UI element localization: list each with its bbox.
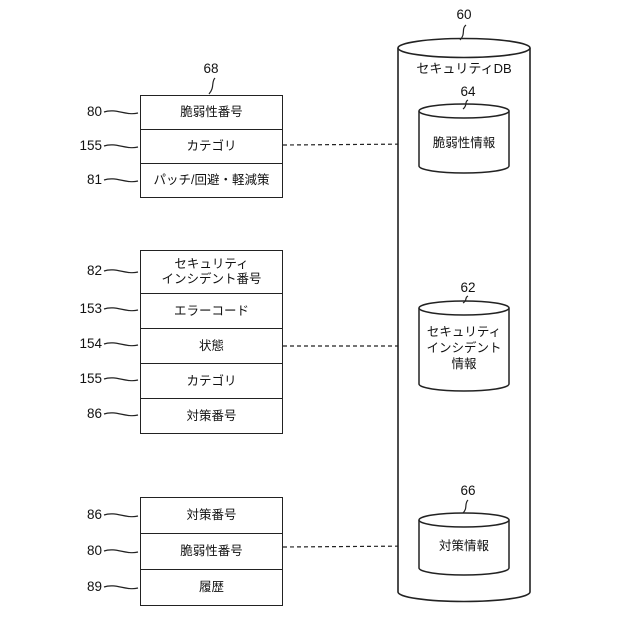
ref-label-80b: 80	[86, 543, 102, 558]
ref-label-82: 82	[86, 263, 102, 278]
leader-60	[459, 24, 467, 41]
leader-68	[208, 77, 216, 95]
connector-countermeasure	[282, 545, 420, 548]
ref-label-68: 68	[203, 61, 219, 76]
connector-lines	[282, 143, 420, 548]
leader-155a	[103, 144, 139, 149]
table-cell: 対策番号	[141, 498, 282, 533]
leader-81	[103, 178, 139, 183]
store-label-countermeasure: 対策情報	[438, 538, 489, 553]
leader-62	[462, 295, 469, 304]
vulnerability-table: 脆弱性番号 カテゴリ パッチ/回避・軽減策	[140, 95, 283, 198]
countermeasure-table: 対策番号 脆弱性番号 履歴	[140, 497, 283, 606]
table-cell: 履歴	[141, 569, 282, 605]
ref-label-154: 154	[79, 336, 102, 351]
leader-154	[103, 342, 139, 347]
ref-label-64: 64	[460, 84, 476, 99]
ref-label-155b: 155	[79, 371, 102, 386]
table-cell: カテゴリ	[141, 129, 282, 163]
leader-153	[103, 307, 139, 312]
leader-155b	[103, 377, 139, 382]
table-cell: 脆弱性番号	[141, 96, 282, 129]
ref-label-89: 89	[86, 579, 102, 594]
ref-label-86: 86	[86, 406, 102, 421]
leader-86b	[103, 513, 139, 518]
ref-label-81: 81	[86, 172, 102, 187]
table-cell: 状態	[141, 328, 282, 363]
table-cell: カテゴリ	[141, 363, 282, 398]
store-label-incident: セキュリティ インシデント 情報	[426, 324, 502, 372]
connector-vulnerability	[282, 143, 420, 146]
ref-label-62: 62	[460, 280, 476, 295]
ref-label-66: 66	[460, 483, 476, 498]
leader-80b	[103, 549, 139, 554]
incident-table: セキュリティ インシデント番号 エラーコード 状態 カテゴリ 対策番号	[140, 250, 283, 434]
leader-82	[103, 269, 139, 274]
table-cell: エラーコード	[141, 293, 282, 328]
ref-label-60: 60	[456, 7, 472, 22]
store-cylinder-incident	[418, 300, 510, 392]
ref-label-86b: 86	[86, 507, 102, 522]
db-title: セキュリティDB	[416, 61, 512, 76]
leader-66	[462, 499, 469, 514]
ref-label-153: 153	[79, 301, 102, 316]
leader-64	[462, 99, 469, 110]
table-cell: パッチ/回避・軽減策	[141, 163, 282, 197]
store-label-vulnerability: 脆弱性情報	[432, 135, 496, 150]
leader-86a	[103, 412, 139, 417]
store-cylinder-vulnerability	[418, 103, 510, 174]
leader-80a	[103, 110, 139, 115]
leader-lines	[103, 24, 469, 590]
table-cell: 対策番号	[141, 398, 282, 433]
table-cell: 脆弱性番号	[141, 533, 282, 569]
table-cell: セキュリティ インシデント番号	[141, 251, 282, 293]
ref-label-80: 80	[86, 104, 102, 119]
ref-label-155: 155	[79, 138, 102, 153]
leader-89	[103, 585, 139, 590]
store-cylinder-countermeasure	[418, 512, 510, 576]
